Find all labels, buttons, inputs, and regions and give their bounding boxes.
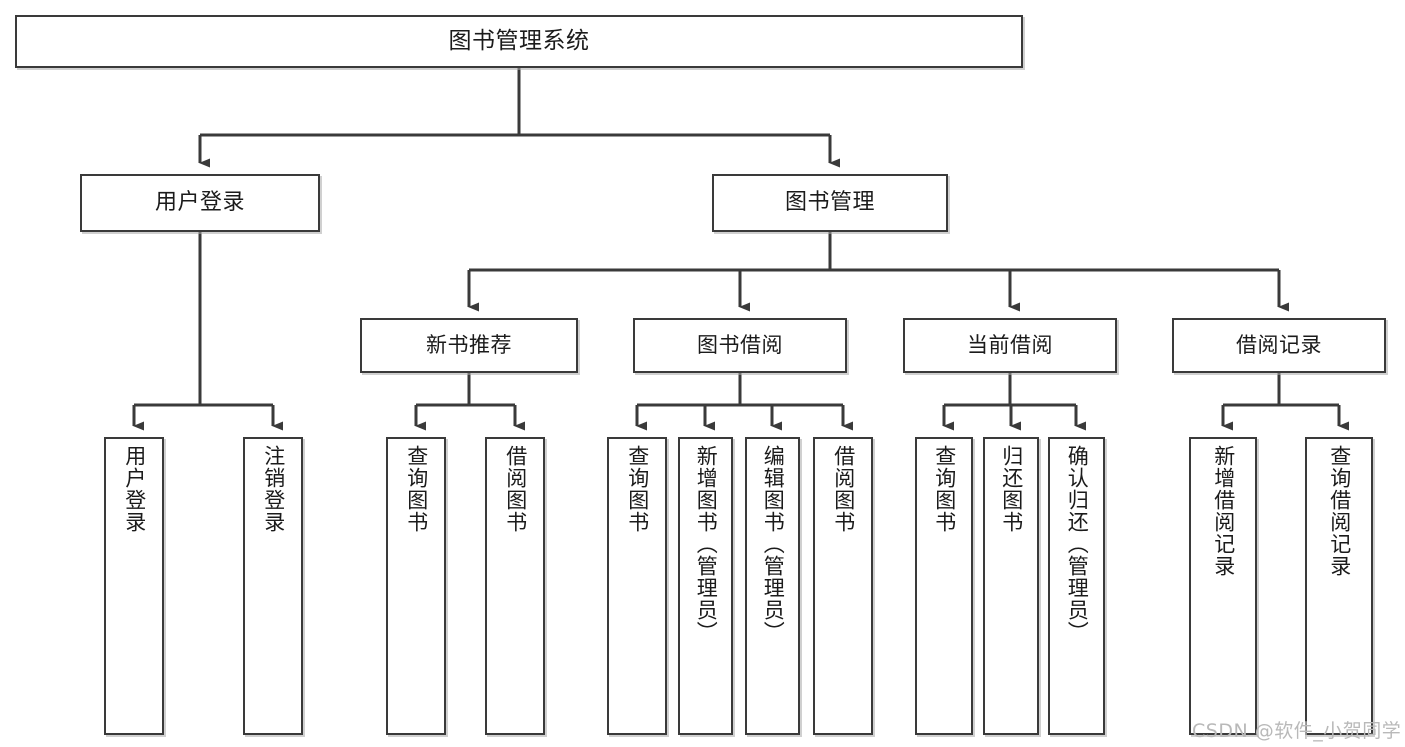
node-leaf-query-book-borrow-label: 查询图书 [625, 445, 650, 533]
node-leaf-borrow-book-rec-label: 借阅图书 [503, 445, 528, 533]
node-leaf-query-book-borrow[interactable]: 查询图书 [607, 437, 667, 735]
node-borrow-record-label: 借阅记录 [1236, 333, 1322, 358]
node-leaf-query-book-rec-label: 查询图书 [404, 445, 429, 533]
node-leaf-return-book[interactable]: 归还图书 [983, 437, 1039, 735]
node-leaf-user-logout[interactable]: 注销登录 [243, 437, 303, 735]
node-leaf-query-borrow-record[interactable]: 查询借阅记录 [1305, 437, 1373, 735]
node-leaf-edit-book-admin[interactable]: 编辑图书（管理员） [745, 437, 800, 735]
node-root[interactable]: 图书管理系统 [15, 15, 1023, 68]
node-leaf-user-logout-label: 注销登录 [261, 445, 286, 533]
node-borrow-record[interactable]: 借阅记录 [1172, 318, 1386, 373]
node-leaf-confirm-return-admin-label: 确认归还（管理员） [1065, 445, 1090, 643]
node-book-manage-label: 图书管理 [784, 190, 875, 216]
node-user-login-label: 用户登录 [154, 190, 245, 216]
node-leaf-query-book-rec[interactable]: 查询图书 [386, 437, 446, 735]
node-leaf-add-book-admin[interactable]: 新增图书（管理员） [678, 437, 733, 735]
node-leaf-user-login[interactable]: 用户登录 [104, 437, 164, 735]
node-leaf-query-book-current-label: 查询图书 [932, 445, 957, 533]
node-current-borrow[interactable]: 当前借阅 [903, 318, 1117, 373]
node-current-borrow-label: 当前借阅 [967, 333, 1053, 358]
node-leaf-edit-book-admin-label: 编辑图书（管理员） [761, 445, 786, 643]
node-leaf-borrow-book[interactable]: 借阅图书 [813, 437, 873, 735]
node-leaf-confirm-return-admin[interactable]: 确认归还（管理员） [1048, 437, 1105, 735]
node-book-borrow[interactable]: 图书借阅 [633, 318, 847, 373]
node-leaf-return-book-label: 归还图书 [999, 445, 1024, 533]
node-new-book-rec[interactable]: 新书推荐 [360, 318, 578, 373]
node-book-manage[interactable]: 图书管理 [712, 174, 948, 232]
node-leaf-query-book-current[interactable]: 查询图书 [915, 437, 973, 735]
node-leaf-add-borrow-record-label: 新增借阅记录 [1211, 445, 1236, 577]
node-leaf-add-book-admin-label: 新增图书（管理员） [694, 445, 719, 643]
node-book-borrow-label: 图书借阅 [697, 333, 783, 358]
node-leaf-borrow-book-label: 借阅图书 [831, 445, 856, 533]
node-root-label: 图书管理系统 [448, 27, 590, 54]
node-leaf-query-borrow-record-label: 查询借阅记录 [1327, 445, 1352, 577]
node-user-login[interactable]: 用户登录 [80, 174, 320, 232]
node-leaf-borrow-book-rec[interactable]: 借阅图书 [485, 437, 545, 735]
node-leaf-add-borrow-record[interactable]: 新增借阅记录 [1189, 437, 1257, 735]
csdn-watermark: CSDN @软件_小贺同学 [1192, 720, 1402, 742]
node-leaf-user-login-label: 用户登录 [122, 445, 147, 533]
node-new-book-rec-label: 新书推荐 [426, 333, 512, 358]
